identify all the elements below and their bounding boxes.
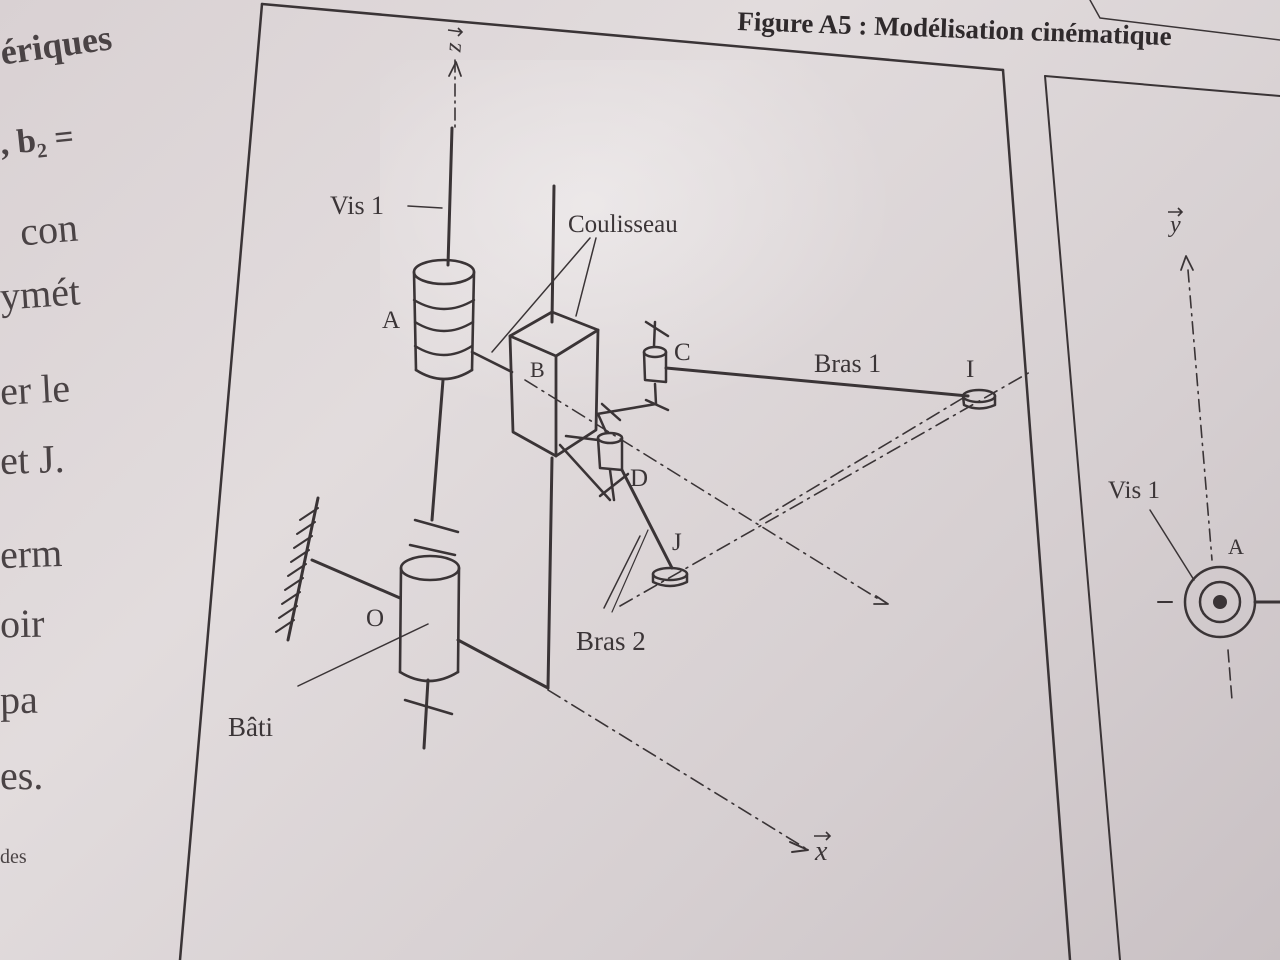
point-b-label: B [530, 357, 545, 382]
bras1-label: Bras 1 [814, 349, 881, 378]
side-vis1-label: Vis 1 [1108, 477, 1160, 504]
point-j-label: J [672, 529, 682, 556]
point-c-label: C [674, 339, 691, 366]
point-d-label: D [630, 465, 648, 492]
vis1-label: Vis 1 [330, 191, 384, 220]
bati-label: Bâti [228, 712, 273, 742]
side-point-a-label: A [1228, 534, 1244, 559]
point-o-label: O [366, 605, 384, 632]
z-axis-label: z [440, 41, 467, 54]
left-fragment-10: es. [0, 753, 44, 798]
coulisseau-label: Coulisseau [568, 211, 678, 238]
x-axis-label: x [814, 836, 828, 867]
point-a-label: A [382, 307, 400, 334]
point-i-label: I [966, 356, 974, 383]
side-y-axis-label: y [1168, 212, 1181, 238]
left-fragment-11: des [0, 846, 27, 868]
bras2-label: Bras 2 [576, 626, 646, 656]
